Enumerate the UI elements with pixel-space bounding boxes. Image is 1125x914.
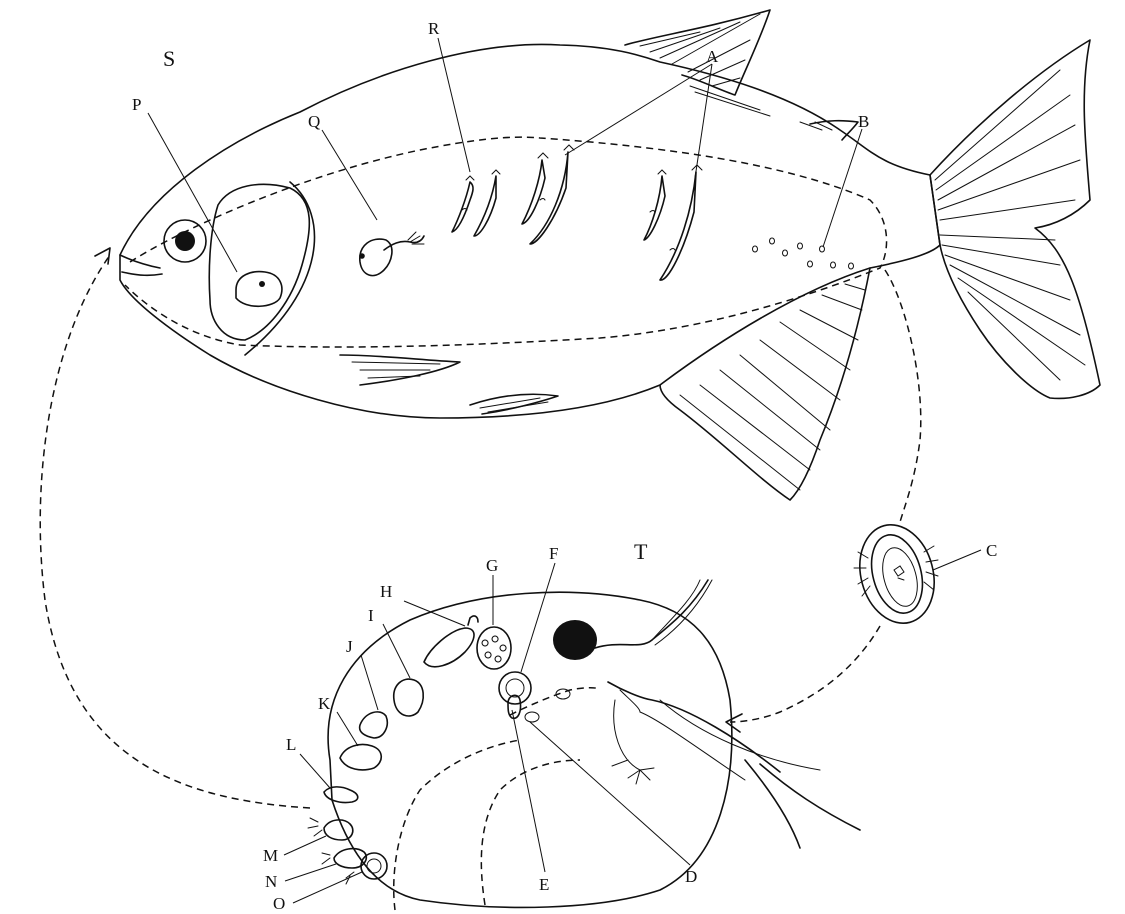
dorsal-fin-rays: [640, 14, 760, 86]
caudal-fin: [930, 40, 1100, 398]
egg-cilia: [854, 546, 938, 596]
host-body-outline: [328, 592, 732, 907]
fish-pupil: [175, 231, 195, 251]
pectoral-fin: [470, 394, 558, 414]
anal-fin-rays: [680, 284, 865, 490]
stage-L: [324, 787, 358, 803]
host-appendage: [745, 760, 860, 848]
stage-M: [324, 820, 353, 840]
stage-D: [525, 712, 539, 722]
host-eye: [553, 620, 597, 660]
intermediate-host-T: [308, 580, 860, 910]
label-F: F: [549, 544, 558, 563]
stage-F: [499, 672, 531, 704]
label-M: M: [263, 846, 278, 865]
arrow-host-to-fish: [40, 255, 310, 808]
egg-C: [849, 516, 944, 631]
life-cycle-arrows: [40, 248, 921, 808]
dorsal-fin: [625, 10, 770, 95]
label-D: D: [685, 867, 697, 886]
fish-mouth: [120, 255, 162, 275]
encysting-larva-Q: [359, 232, 424, 276]
host-gut: [608, 682, 780, 772]
label-C: C: [986, 541, 997, 560]
arrow-egg-to-host: [730, 626, 880, 722]
label-R: R: [428, 19, 440, 38]
label-S: S: [163, 46, 175, 71]
label-H: H: [380, 582, 392, 601]
gill-slit: [245, 182, 314, 355]
operculum: [209, 184, 309, 340]
label-Q: Q: [308, 112, 320, 131]
label-B: B: [858, 112, 869, 131]
label-E: E: [539, 875, 549, 894]
label-P: P: [132, 95, 141, 114]
stage-K: [340, 745, 381, 770]
label-N: N: [265, 872, 277, 891]
antenna: [595, 580, 708, 648]
host-leg-setae: [612, 700, 654, 784]
anal-fin: [660, 268, 870, 500]
labels: A B C D E F G H I J K L M N O P Q R S T: [132, 19, 997, 913]
arrow-fish-to-egg: [885, 270, 921, 522]
stage-J: [360, 712, 388, 738]
fish-host: [120, 10, 1100, 500]
label-L: L: [286, 735, 296, 754]
arrowhead-host: [726, 714, 742, 732]
stage-I: [394, 679, 424, 716]
label-K: K: [318, 694, 331, 713]
arrowhead-fish: [95, 248, 110, 264]
head-cyst-dot: [259, 281, 265, 287]
label-I: I: [368, 606, 374, 625]
label-T: T: [634, 539, 648, 564]
label-O: O: [273, 894, 285, 913]
fish-body-outline: [120, 44, 940, 418]
head-cyst-P: [236, 272, 282, 307]
stage-E: [508, 695, 521, 718]
label-J: J: [346, 637, 353, 656]
stage-H: [424, 628, 474, 667]
label-G: G: [486, 556, 498, 575]
muscle-larvae-R: [452, 145, 702, 280]
label-A: A: [706, 47, 719, 66]
caudal-fin-rays: [935, 70, 1085, 380]
kidney-cysts-B: [753, 238, 854, 269]
leader-lines: [148, 38, 981, 903]
internal-outline: [125, 137, 887, 347]
